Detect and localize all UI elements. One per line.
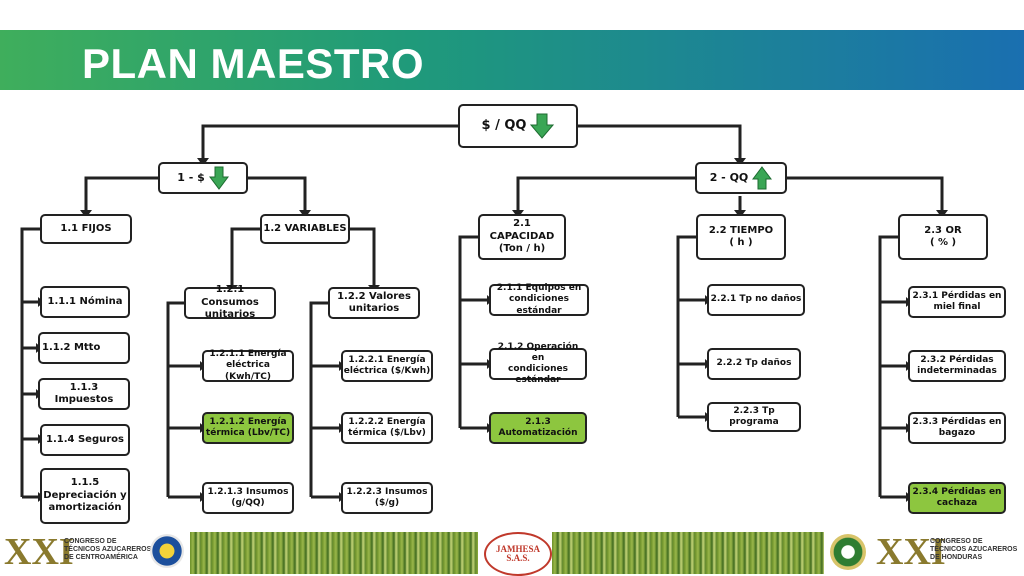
node-1-1-5[interactable]: 1.1.5 Depreciación y amortización xyxy=(40,468,130,524)
node-2-1-3-label: 2.1.3 Automatización xyxy=(498,416,578,438)
branch-quantity-node[interactable]: 2 - QQ xyxy=(695,162,787,194)
node-1-2-2-2-label: 1.2.2.2 Energía térmica ($/Lbv) xyxy=(348,416,426,438)
node-1-1-5-label: 1.1.5 Depreciación y amortización xyxy=(43,477,127,514)
node-2-2-label: 2.2 TIEMPO ( h ) xyxy=(708,224,774,249)
footer-strip: XXI CONGRESO DE TÉCNICOS AZUCAREROS DE C… xyxy=(0,528,1024,576)
node-2-3-2-label: 2.3.2 Pérdidas indeterminadas xyxy=(917,354,997,376)
branch-cost-label: 1 - $ xyxy=(177,171,205,185)
node-2-2-2[interactable]: 2.2.2 Tp daños xyxy=(707,348,801,380)
node-2-1-3[interactable]: 2.1.3 Automatización xyxy=(489,412,587,444)
node-1-2-2-1[interactable]: 1.2.2.1 Energía eléctrica ($/Kwh) xyxy=(341,350,433,382)
node-2-3-label: 2.3 OR ( % ) xyxy=(924,224,962,249)
node-1-2-2[interactable]: 1.2.2 Valores unitarios xyxy=(328,287,420,319)
arrow-down-icon xyxy=(530,113,555,139)
congress-numeral-left: XXI xyxy=(4,531,74,573)
node-2-3-3[interactable]: 2.3.3 Pérdidas en bagazo xyxy=(908,412,1006,444)
node-2-3-2[interactable]: 2.3.2 Pérdidas indeterminadas xyxy=(908,350,1006,382)
node-2-2-3[interactable]: 2.2.3 Tp programa xyxy=(707,402,801,432)
node-1-1-2[interactable]: 1.1.2 Mtto xyxy=(38,332,130,364)
node-1-1-4[interactable]: 1.1.4 Seguros xyxy=(40,424,130,456)
node-1-2-1-2-label: 1.2.1.2 Energía térmica (Lbv/TC) xyxy=(205,416,291,438)
congress-logo-right-text: CONGRESO DE TÉCNICOS AZUCAREROS DE HONDU… xyxy=(930,538,1018,561)
node-2-2-2-label: 2.2.2 Tp daños xyxy=(716,358,792,369)
node-2-3-4-label: 2.3.4 Pérdidas en cachaza xyxy=(912,486,1002,508)
node-1-2-1-1-label: 1.2.1.1 Energía eléctrica (Kwh/TC) xyxy=(209,349,287,382)
node-1-2-1-label: 1.2.1 Consumos unitarios xyxy=(201,284,259,321)
node-1-1-1-label: 1.1.1 Nómina xyxy=(47,295,123,307)
node-2-2-3-label: 2.2.3 Tp programa xyxy=(729,405,779,427)
node-1-1[interactable]: 1.1 FIJOS xyxy=(40,214,132,244)
node-1-2[interactable]: 1.2 VARIABLES xyxy=(260,214,350,244)
node-2-2-1[interactable]: 2.2.1 Tp no daños xyxy=(707,284,805,316)
jamhesa-logo: JAMHESA S.A.S. xyxy=(484,532,552,576)
sugarcane-photo-right xyxy=(552,532,824,574)
sugarcane-photo-left xyxy=(190,532,478,574)
branch-quantity-label: 2 - QQ xyxy=(709,171,749,185)
arrow-up-icon xyxy=(752,166,773,190)
page-title: PLAN MAESTRO xyxy=(82,40,424,87)
node-2-2-1-label: 2.2.1 Tp no daños xyxy=(710,294,802,305)
node-1-2-2-1-label: 1.2.2.1 Energía eléctrica ($/Kwh) xyxy=(343,354,431,376)
node-1-2-1[interactable]: 1.2.1 Consumos unitarios xyxy=(184,284,276,321)
node-1-1-4-label: 1.1.4 Seguros xyxy=(46,433,124,445)
node-2-3-1[interactable]: 2.3.1 Pérdidas en miel final xyxy=(908,286,1006,318)
node-1-2-1-2[interactable]: 1.2.1.2 Energía térmica (Lbv/TC) xyxy=(202,412,294,444)
node-2-1-label: 2.1 CAPACIDAD (Ton / h) xyxy=(489,218,555,255)
node-2-1[interactable]: 2.1 CAPACIDAD (Ton / h) xyxy=(478,214,566,260)
atacentro-seal-icon xyxy=(150,534,184,568)
arrow-down-icon xyxy=(208,166,229,190)
node-2-3-4[interactable]: 2.3.4 Pérdidas en cachaza xyxy=(908,482,1006,514)
node-2-3-3-label: 2.3.3 Pérdidas en bagazo xyxy=(912,416,1002,438)
node-1-2-2-3[interactable]: 1.2.2.3 Insumos ($/g) xyxy=(341,482,433,514)
node-1-2-1-1[interactable]: 1.2.1.1 Energía eléctrica (Kwh/TC) xyxy=(202,349,294,382)
root-label: $ / QQ xyxy=(481,117,527,133)
congress-numeral-right: XXI xyxy=(876,531,946,573)
node-2-1-1-label: 2.1.1 Equipos en condiciones estándar xyxy=(496,283,582,316)
node-1-1-label: 1.1 FIJOS xyxy=(60,222,112,234)
node-2-2[interactable]: 2.2 TIEMPO ( h ) xyxy=(696,214,786,260)
root-node[interactable]: $ / QQ xyxy=(458,104,578,148)
node-1-2-2-2[interactable]: 1.2.2.2 Energía térmica ($/Lbv) xyxy=(341,412,433,444)
node-2-3[interactable]: 2.3 OR ( % ) xyxy=(898,214,988,260)
node-2-1-1[interactable]: 2.1.1 Equipos en condiciones estándar xyxy=(489,283,589,316)
node-1-2-1-3-label: 1.2.1.3 Insumos (g/QQ) xyxy=(207,486,289,508)
node-1-2-2-label: 1.2.2 Valores unitarios xyxy=(337,290,411,315)
branch-cost-node[interactable]: 1 - $ xyxy=(158,162,248,194)
node-2-3-1-label: 2.3.1 Pérdidas en miel final xyxy=(912,290,1002,312)
node-1-1-3-label: 1.1.3 Impuestos xyxy=(54,381,114,406)
node-2-1-2[interactable]: 2.1.2 Operación en condiciones estándar xyxy=(489,342,587,385)
node-1-2-1-3[interactable]: 1.2.1.3 Insumos (g/QQ) xyxy=(202,482,294,514)
node-1-1-2-label: 1.1.2 Mtto xyxy=(42,341,101,353)
node-1-2-2-3-label: 1.2.2.3 Insumos ($/g) xyxy=(346,486,428,508)
congress-logo-left-text: CONGRESO DE TÉCNICOS AZUCAREROS DE CENTR… xyxy=(64,538,152,561)
node-2-1-2-label: 2.1.2 Operación en condiciones estándar xyxy=(497,341,579,386)
node-1-1-3[interactable]: 1.1.3 Impuestos xyxy=(38,378,130,410)
title-banner xyxy=(0,30,1024,90)
node-1-1-1[interactable]: 1.1.1 Nómina xyxy=(40,286,130,318)
node-1-2-label: 1.2 VARIABLES xyxy=(263,222,347,234)
atahon-seal-icon xyxy=(830,534,866,570)
